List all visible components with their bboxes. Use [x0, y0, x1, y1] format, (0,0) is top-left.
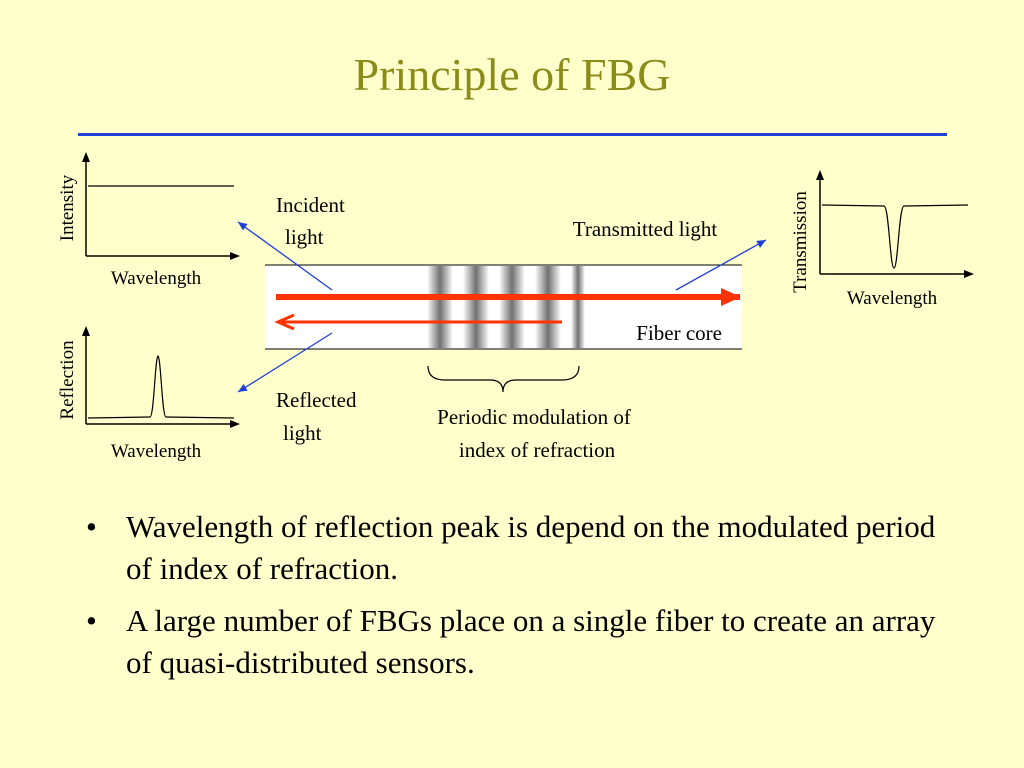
bullet-text: A large number of FBGs place on a single…	[126, 603, 936, 680]
reflection-ylabel: Reflection	[57, 340, 78, 420]
grating-label-line2: index of refraction	[459, 438, 616, 462]
reflected-pointer	[237, 332, 333, 393]
incident-y-axis-arrow	[82, 152, 90, 162]
reflection-xlabel: Wavelength	[111, 441, 202, 462]
incident-pointer	[237, 221, 333, 291]
transmission-y-axis-arrow	[816, 170, 824, 180]
incident-label-line2: light	[285, 225, 324, 249]
transmitted-label: Transmitted light	[573, 217, 718, 241]
fiber-segment: Fiber core	[265, 264, 742, 350]
grating-brace	[427, 365, 580, 393]
incident-x-axis-arrow	[230, 252, 240, 260]
incident-spectrum-chart: Intensity Wavelength	[57, 152, 240, 289]
fiber-core-label: Fiber core	[636, 321, 722, 345]
reflected-arrow-head	[274, 313, 295, 331]
grating-label-line1: Periodic modulation of	[437, 405, 631, 429]
transmission-spectrum-chart: Transmission Wavelength	[790, 170, 974, 309]
bullet-item: • Wavelength of reflection peak is depend…	[82, 506, 962, 590]
reflection-spectrum-chart: Reflection Wavelength	[57, 326, 240, 462]
grating-band	[427, 266, 453, 348]
grating-band	[571, 266, 585, 348]
bullet-item: • A large number of FBGs place on a singl…	[82, 600, 962, 684]
bullet-list: • Wavelength of reflection peak is depend…	[82, 506, 962, 694]
reflection-spectrum-curve	[87, 355, 235, 419]
transmission-spectrum-curve	[821, 204, 969, 269]
transmitted-pointer	[675, 239, 767, 291]
reflection-y-axis-arrow	[82, 326, 90, 336]
incident-label-line1: Incident	[276, 193, 345, 217]
bullet-dot: •	[86, 603, 97, 638]
reflection-x-axis-arrow	[230, 420, 240, 428]
bullet-text: Wavelength of reflection peak is depend …	[126, 509, 936, 586]
grating-band	[463, 266, 489, 348]
incident-ylabel: Intensity	[57, 174, 78, 241]
bullet-dot: •	[86, 509, 97, 544]
transmission-xlabel: Wavelength	[847, 288, 938, 309]
incident-xlabel: Wavelength	[111, 268, 202, 289]
transmission-x-axis-arrow	[964, 270, 974, 278]
reflected-label-line1: Reflected	[276, 388, 357, 412]
grating-bands	[427, 266, 585, 348]
grating-band	[499, 266, 525, 348]
title-underline	[78, 133, 947, 136]
grating-band	[535, 266, 561, 348]
reflected-label-line2: light	[283, 421, 322, 445]
transmission-ylabel: Transmission	[790, 191, 811, 293]
slide-title: Principle of FBG	[353, 49, 671, 100]
